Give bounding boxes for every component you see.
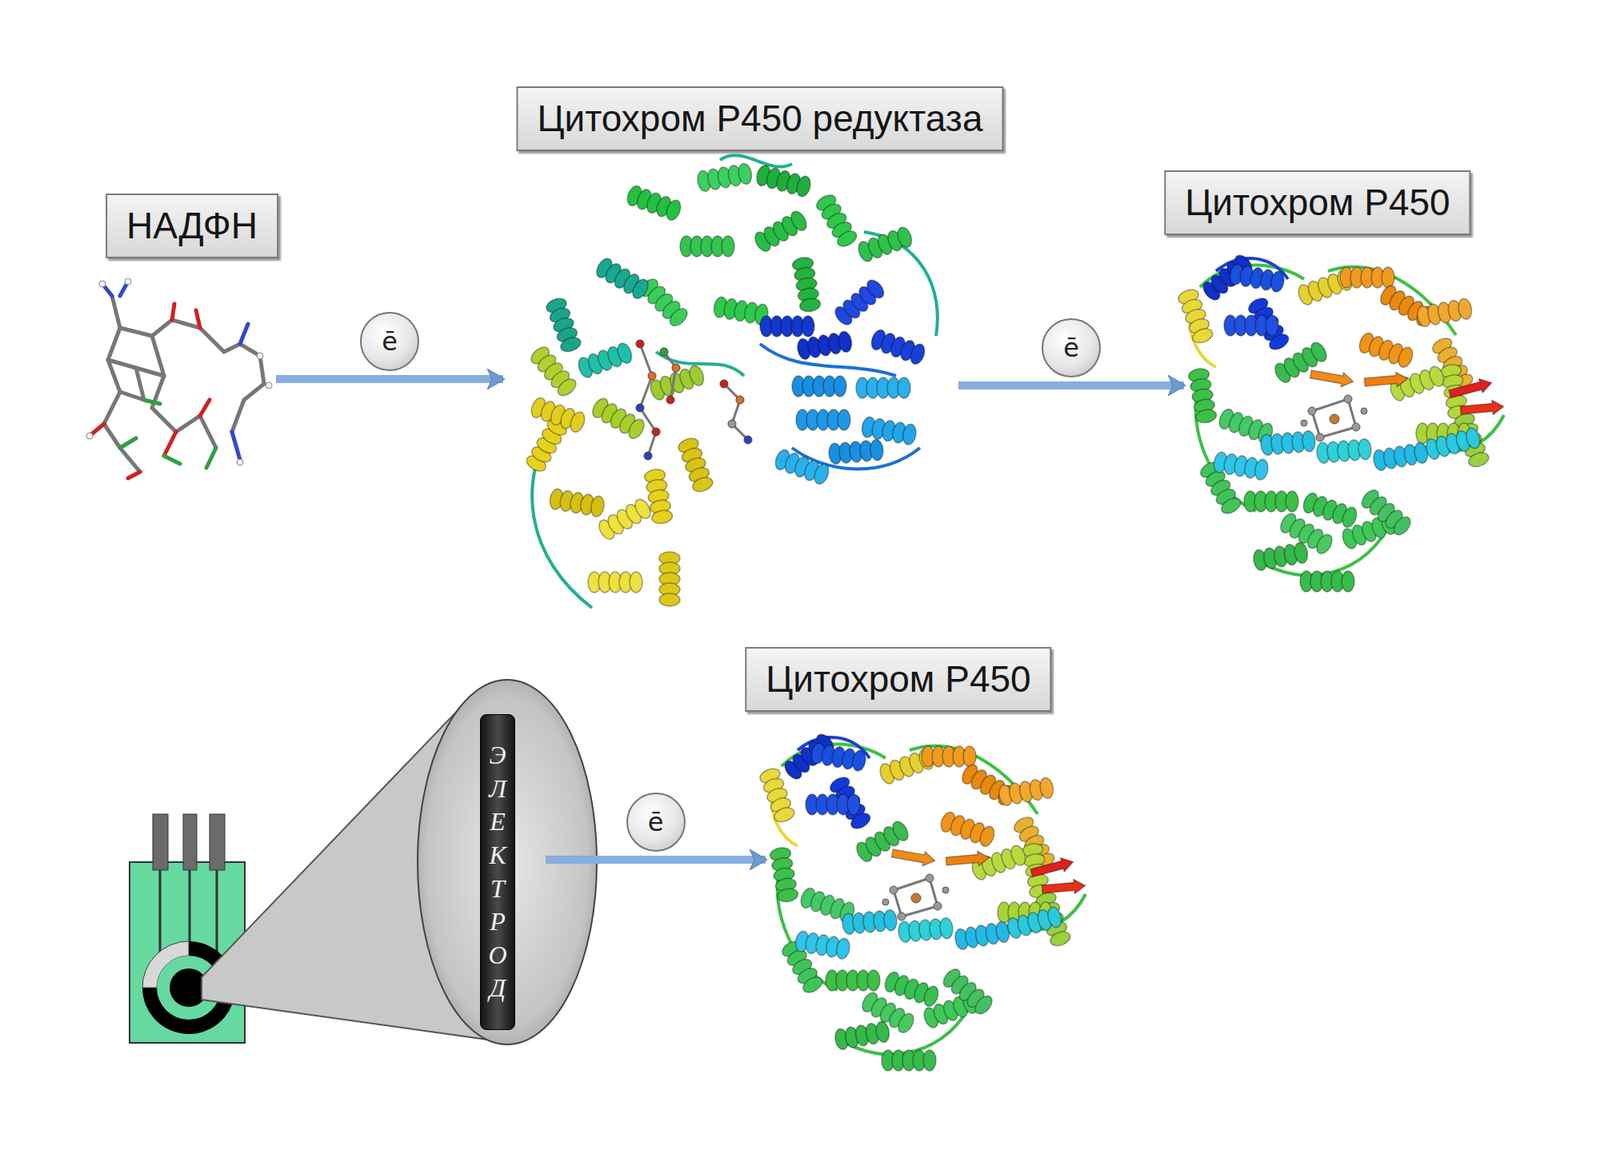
- molecule-region: НАДФН: [86, 280, 276, 480]
- name-tag: Цитохром P450 редуктаза: [516, 86, 1004, 152]
- electrode-label: ЭЛЕКТРОД: [484, 739, 511, 1006]
- electron-badge: ē: [360, 312, 420, 372]
- name-tag: Цитохром P450: [744, 647, 1052, 712]
- protein-region: Цитохром P450: [765, 734, 1097, 1072]
- electron-arrow: [276, 375, 504, 384]
- protein-region: Цитохром P450: [1184, 255, 1511, 597]
- protein-region: Цитохром P450 редуктаза: [504, 160, 944, 616]
- electrode-bar: ЭЛЕКТРОД: [480, 714, 516, 1031]
- name-tag: Цитохром P450: [1164, 170, 1471, 236]
- electron-badge: ē: [626, 792, 686, 852]
- electron-badge: ē: [1041, 318, 1101, 378]
- electron-arrow: [958, 381, 1184, 390]
- name-tag: НАДФН: [105, 193, 279, 259]
- electron-arrow: [545, 856, 766, 864]
